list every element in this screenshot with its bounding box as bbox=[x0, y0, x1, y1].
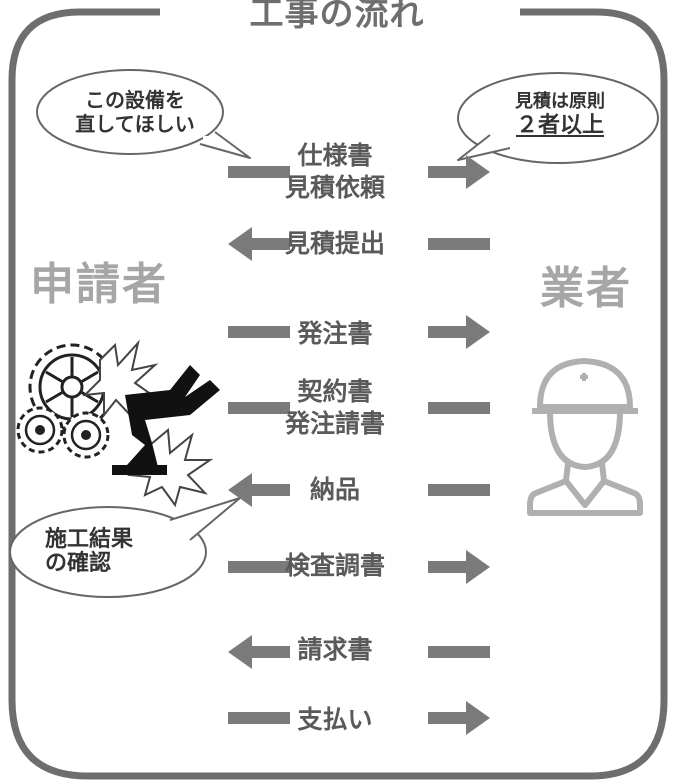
arrow-left-segment bbox=[228, 561, 290, 573]
arrow-right-segment bbox=[428, 484, 490, 496]
step-delivery: 納品 bbox=[250, 474, 420, 506]
arrow-head-right bbox=[466, 550, 490, 584]
bubble-estimate-line1: 見積は原則 bbox=[515, 91, 605, 112]
arrow-right-segment bbox=[428, 326, 468, 338]
bubble-request-text: この設備を 直してほしい bbox=[70, 88, 200, 136]
arrow-left-segment bbox=[250, 646, 290, 658]
bubble-inspection-line1: 施工結果 bbox=[45, 527, 134, 552]
construction-worker-icon bbox=[527, 358, 643, 516]
arrow-head-left bbox=[228, 635, 252, 669]
outer-frame bbox=[8, 8, 668, 780]
bubble-inspection-line2: の確認 bbox=[45, 551, 112, 576]
step-invoice-label: 請求書 bbox=[297, 635, 373, 664]
step-spec-line2: 見積依頼 bbox=[284, 173, 385, 202]
step-inspection-report: 検査調書 bbox=[250, 550, 420, 582]
arrow-head-right bbox=[466, 155, 490, 189]
step-contract: 契約書 発注請書 bbox=[250, 376, 420, 440]
party-applicant: 申請者 bbox=[30, 259, 168, 310]
step-spec-estimate-request: 仕様書 見積依頼 bbox=[250, 140, 420, 204]
arrow-head-right bbox=[466, 701, 490, 735]
bubble-inspection-text: 施工結果 の確認 bbox=[45, 528, 175, 576]
arrow-right-segment bbox=[428, 402, 490, 414]
flow-arrows bbox=[228, 155, 490, 735]
bubble-estimate-text: 見積は原則 ２者以上 bbox=[495, 90, 625, 138]
arrow-left-segment bbox=[228, 712, 290, 724]
arrow-left-segment bbox=[250, 238, 290, 250]
step-contract-line2: 発注請書 bbox=[284, 409, 385, 438]
step-payment: 支払い bbox=[250, 704, 420, 736]
step-spec-line1: 仕様書 bbox=[297, 141, 373, 170]
arrow-left-segment bbox=[228, 402, 290, 414]
arrow-head-right bbox=[466, 315, 490, 349]
step-inspection-report-label: 検査調書 bbox=[284, 551, 385, 580]
arrow-left-segment bbox=[228, 326, 290, 338]
step-contract-line1: 契約書 bbox=[297, 377, 373, 406]
arrow-right-segment bbox=[428, 166, 468, 178]
arrow-right-segment bbox=[428, 561, 468, 573]
step-estimate-submit: 見積提出 bbox=[250, 228, 420, 260]
step-delivery-label: 納品 bbox=[309, 475, 360, 504]
arrow-right-segment bbox=[428, 712, 468, 724]
speech-bubble-left-top bbox=[36, 69, 251, 159]
arrow-right-segment bbox=[428, 646, 490, 658]
arrow-right-segment bbox=[428, 238, 490, 250]
step-payment-label: 支払い bbox=[297, 705, 373, 734]
diagram-title: 工事の流れ bbox=[249, 0, 425, 34]
step-invoice: 請求書 bbox=[250, 634, 420, 666]
arrow-head-left bbox=[228, 227, 252, 261]
step-purchase-order-label: 発注書 bbox=[297, 319, 373, 348]
bubble-request-line2: 直してほしい bbox=[75, 112, 195, 136]
arrow-left-segment bbox=[228, 166, 290, 178]
speech-bubble-right-top bbox=[457, 72, 659, 164]
gear-robot-arm-icon bbox=[16, 339, 220, 508]
party-contractor: 業者 bbox=[540, 263, 632, 314]
step-estimate-submit-label: 見積提出 bbox=[284, 229, 385, 258]
bubble-estimate-line2: ２者以上 bbox=[515, 113, 604, 138]
step-purchase-order: 発注書 bbox=[250, 318, 420, 350]
arrow-left-segment bbox=[250, 484, 290, 496]
arrow-head-left bbox=[228, 473, 252, 507]
bubble-request-line1: この設備を bbox=[85, 88, 185, 112]
